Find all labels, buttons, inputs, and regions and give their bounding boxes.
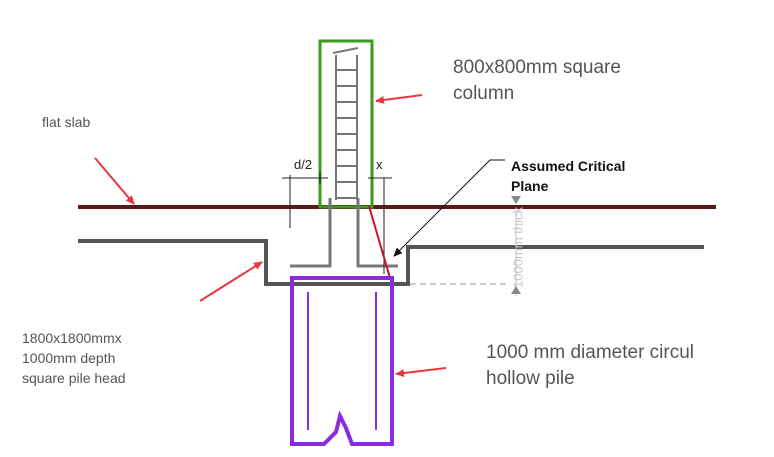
critical-plane-label-line-1: Assumed Critical	[511, 158, 626, 174]
critical-plane-label: Assumed Critical Plane	[511, 156, 625, 196]
d-half-dimension	[282, 172, 328, 228]
pile-label-line-1: 1000 mm diameter circul	[486, 342, 695, 363]
pile-head-label-line-3: square pile head	[22, 370, 126, 386]
column-arrow	[375, 94, 423, 104]
column-label-line-1: 800x800mm square	[453, 57, 621, 78]
column-outline	[318, 39, 374, 209]
critical-plane-label-line-2: Plane	[511, 178, 549, 194]
column-rebar-cage	[332, 47, 359, 200]
column-label-line-2: column	[453, 83, 515, 104]
pile-label-line-2: hollow pile	[486, 368, 575, 389]
flat-slab-label: flat slab	[42, 114, 91, 130]
pile-label: 1000 mm diameter circul hollow pile	[486, 340, 694, 392]
d-half-label: d/2	[294, 157, 313, 172]
hollow-pile	[290, 276, 394, 446]
pile-cap-outline	[78, 239, 704, 286]
pile-head-label-line-2: 1000mm depth	[22, 350, 116, 366]
thickness-label: 1000mm thick	[510, 207, 526, 288]
pile-arrow	[395, 367, 447, 378]
flat-slab-arrow	[94, 157, 135, 205]
x-label: x	[376, 157, 383, 172]
starter-bars	[290, 198, 398, 268]
critical-plane-line	[368, 205, 391, 279]
pile-head-arrow	[199, 261, 263, 302]
column-label: 800x800mm square column	[453, 55, 621, 107]
pile-head-label: 1800x1800mmx 1000mm depth square pile he…	[22, 328, 126, 388]
critical-plane-leader	[393, 159, 505, 257]
pile-head-label-line-1: 1800x1800mmx	[22, 330, 122, 346]
thickness-dimension	[410, 196, 521, 296]
